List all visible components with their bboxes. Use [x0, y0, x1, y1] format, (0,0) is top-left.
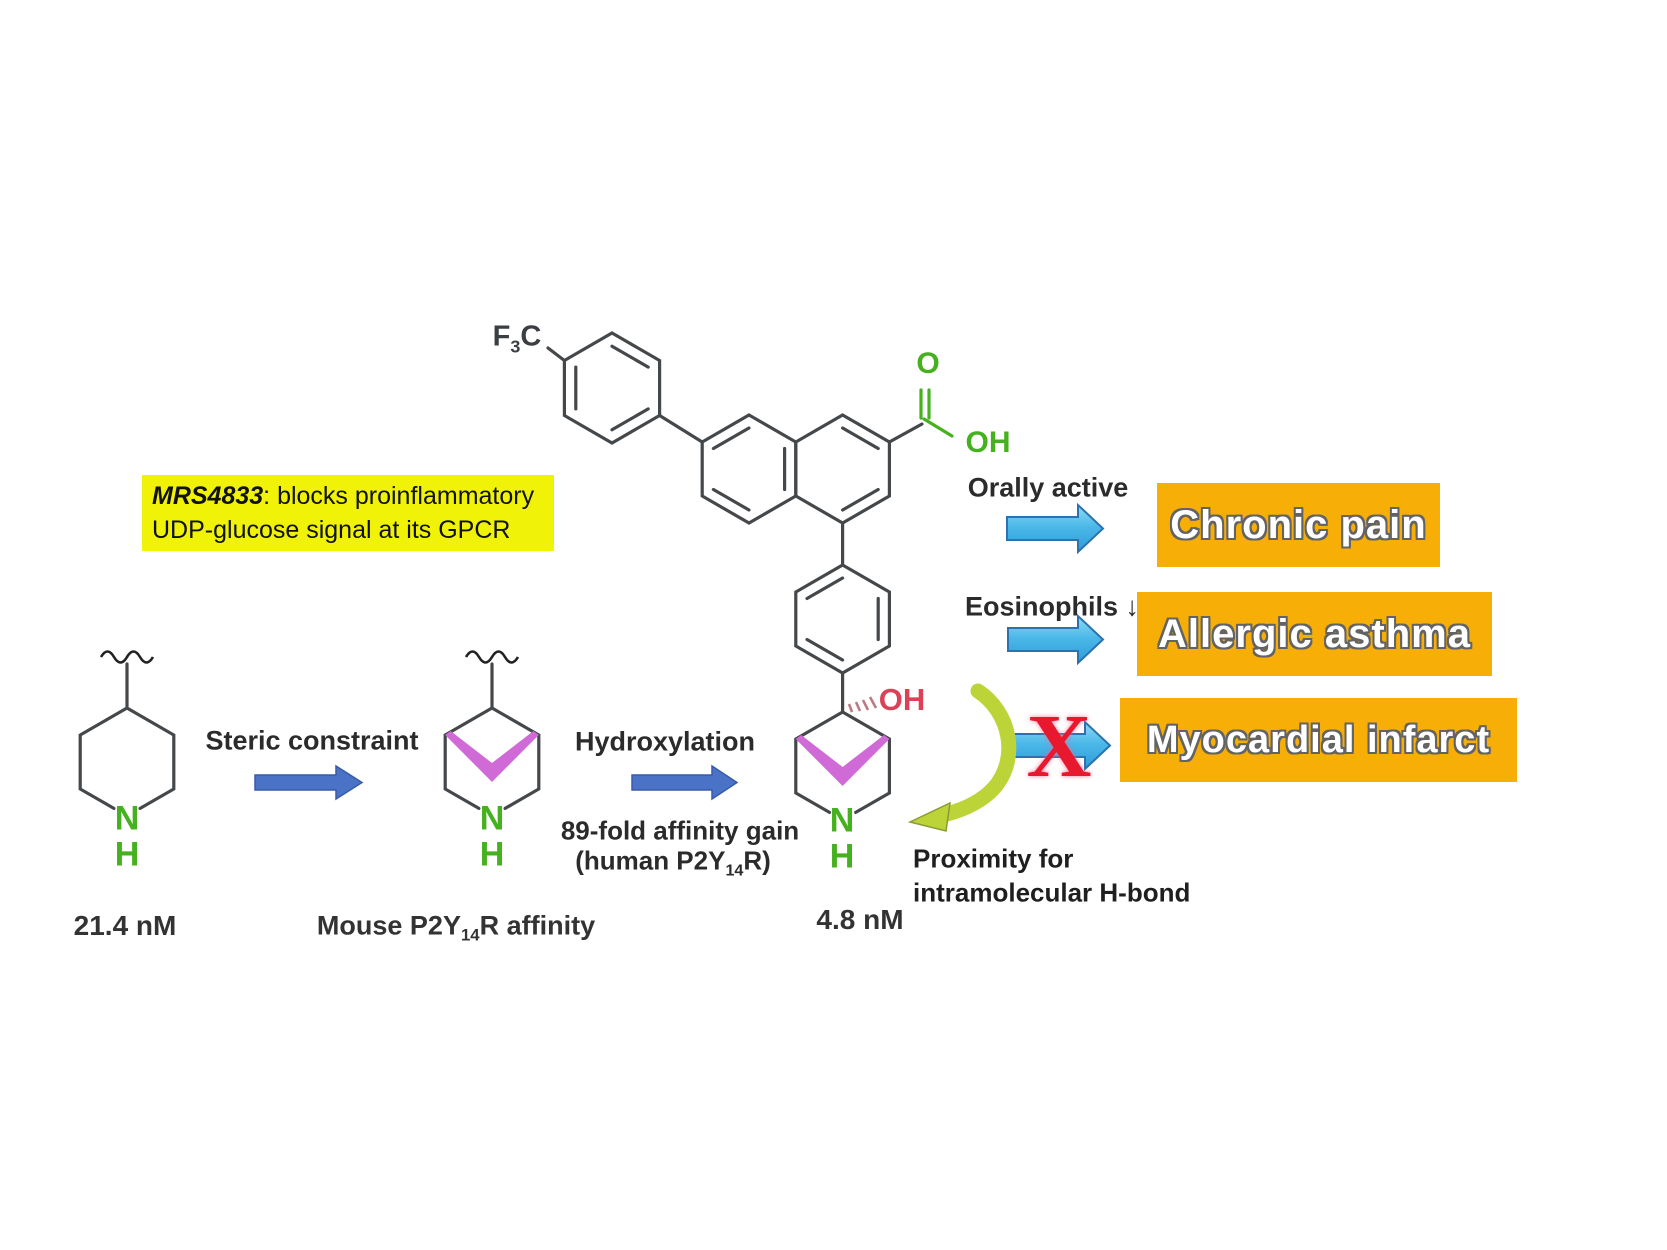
parent-affinity-value: 21.4 nM	[73, 910, 177, 941]
ring-outline	[562, 331, 662, 445]
ring-inner-double-bonds	[574, 344, 650, 432]
hashed-stereo-bond	[847, 696, 878, 713]
f3c-label: F3C	[492, 320, 542, 357]
affinity-gain-line2: (human P2Y14R)	[575, 845, 771, 880]
ring-inner-double-bonds	[805, 576, 880, 662]
ring-edges	[794, 710, 891, 814]
ring-edges	[443, 662, 541, 810]
steric-constraint-label: Steric constraint	[205, 725, 419, 756]
amine-h-label-left: H	[114, 835, 140, 874]
carboxylic-acid-group	[919, 388, 954, 438]
amine-h-label-middle: H	[479, 835, 505, 874]
compound-name: MRS4833	[152, 482, 264, 510]
hydroxyl-oh-label: OH	[878, 682, 926, 717]
curved-arrow-head	[907, 801, 951, 832]
ring-outline	[794, 563, 892, 675]
bridge-wedge	[445, 731, 539, 782]
hbond-curved-arrow	[907, 683, 1017, 832]
hbond-note-line1: Proximity for	[913, 843, 1074, 874]
amine-h-label-main: H	[829, 837, 855, 876]
blocked-x-mark: X	[1026, 697, 1092, 796]
biphenyl-bond	[658, 413, 704, 444]
affinity-gain-line1: 89-fold affinity gain	[560, 815, 800, 846]
chronic-pain-box: Chronic pain	[1157, 483, 1440, 567]
amine-n-label-middle: N	[479, 799, 505, 838]
ring-edges	[78, 662, 176, 810]
bond-to-carboxyl	[887, 422, 924, 444]
acid-oh-label: OH	[965, 426, 1011, 459]
allergic-asthma-box: Allergic asthma	[1137, 592, 1492, 676]
orally-active-label: Orally active	[967, 472, 1129, 503]
orally-active-arrow	[1006, 502, 1105, 555]
carboxyl-bonds	[919, 388, 954, 438]
note-line-2: UDP-glucose signal at its GPCR	[152, 516, 511, 544]
amine-n-label-main: N	[829, 801, 855, 840]
lower-phenyl-ring	[794, 563, 892, 714]
hydroxylation-label: Hydroxylation	[574, 726, 756, 757]
eosinophils-label: Eosinophils ↓	[964, 591, 1140, 622]
bridged-piperidine-main	[794, 696, 891, 814]
wavy-bond	[99, 650, 155, 664]
ring-inner-double-bonds	[711, 426, 880, 512]
myocardial-infarct-box: Myocardial infarct	[1120, 698, 1517, 782]
carbonyl-o-label: O	[916, 347, 940, 380]
hydroxylation-arrow	[631, 764, 739, 801]
piperidine-fragment-left	[78, 650, 176, 810]
mouse-affinity-label: Mouse P2Y14R affinity	[316, 910, 596, 945]
hbond-note-line2: intramolecular H-bond	[913, 877, 1191, 908]
steric-constraint-arrow	[254, 764, 364, 801]
wavy-bond	[464, 650, 520, 664]
final-affinity-value: 4.8 nM	[816, 904, 904, 935]
cf3-bond	[546, 346, 566, 363]
ring-outline	[794, 413, 892, 525]
cf3-phenyl-ring	[546, 331, 662, 445]
mrs4833-note-box: MRS4833: blocks proinflammatory UDP-gluc…	[142, 475, 554, 551]
note-line-1: MRS4833: blocks proinflammatory	[152, 482, 535, 510]
amine-n-label-left: N	[114, 799, 140, 838]
ring-outline	[700, 413, 798, 525]
naphthalene-core	[658, 413, 924, 567]
eosinophils-arrow	[1007, 613, 1105, 666]
bridged-piperidine-middle	[443, 650, 541, 810]
bridge-wedge	[795, 735, 890, 786]
myocardial-arrow	[1007, 719, 1112, 772]
curved-arrow-body	[939, 683, 1017, 822]
